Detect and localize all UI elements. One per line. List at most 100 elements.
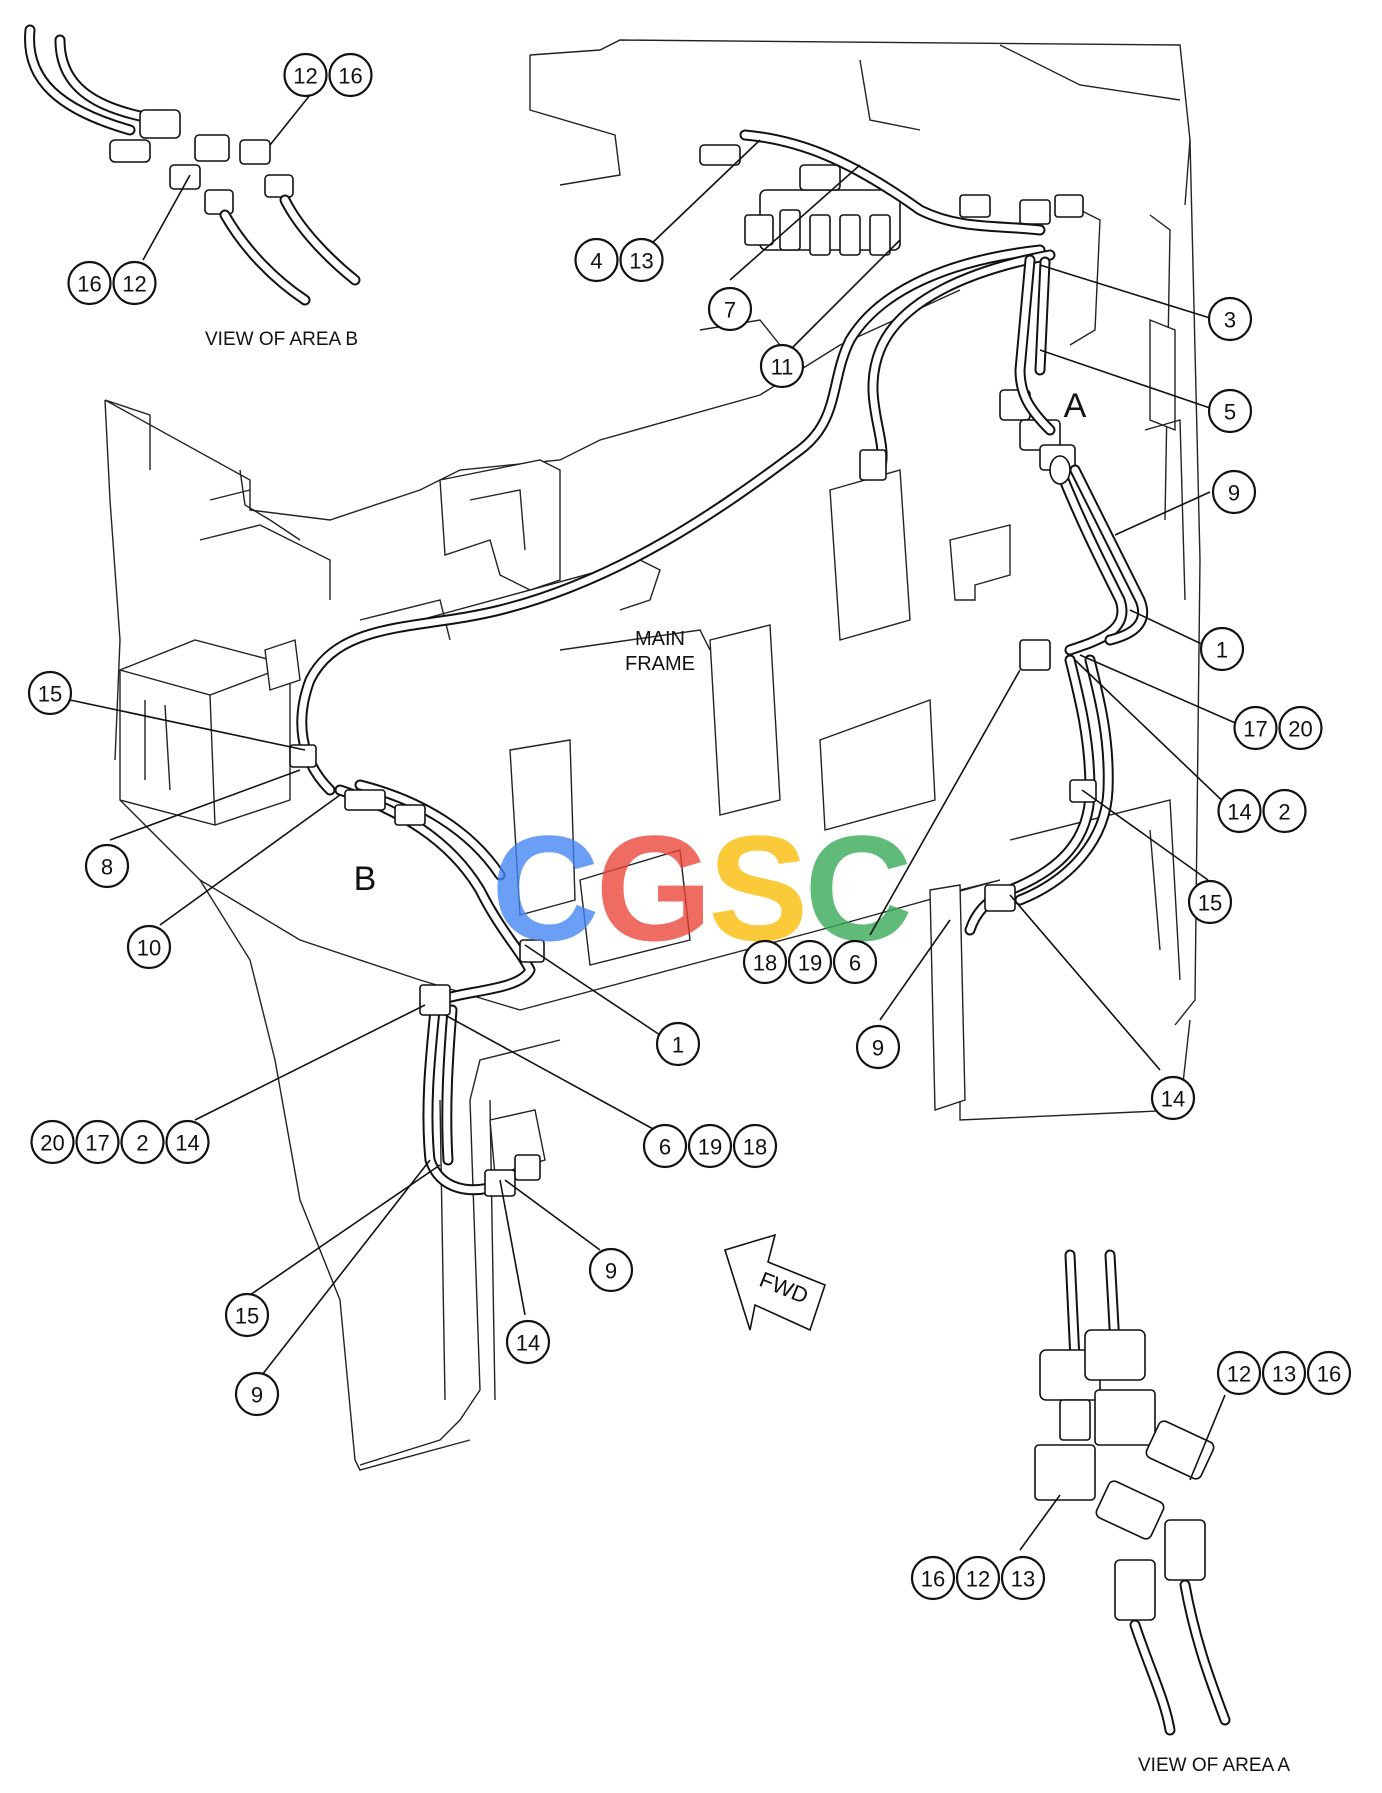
callout-circle bbox=[687, 1123, 733, 1169]
control-valve-group bbox=[699, 144, 1084, 471]
callout-number: 2 bbox=[1278, 800, 1290, 825]
view-area-b-caption: VIEW OF AREA B bbox=[205, 329, 358, 350]
callout-circle bbox=[1306, 1350, 1352, 1396]
callout-number: 12 bbox=[293, 64, 317, 89]
callout-number: 11 bbox=[771, 355, 794, 380]
callout-group: 1 bbox=[1199, 626, 1245, 672]
callout-circle bbox=[27, 670, 73, 716]
callout-number: 2 bbox=[136, 1131, 148, 1156]
view-area-a-caption: VIEW OF AREA A bbox=[1138, 1755, 1290, 1776]
callout-number: 13 bbox=[1011, 1567, 1035, 1592]
callout-group: 15 bbox=[27, 670, 73, 716]
callout-circle bbox=[1261, 1350, 1307, 1396]
callout-number: 15 bbox=[38, 682, 62, 707]
callout-group: 3 bbox=[1207, 296, 1253, 342]
callout-group: 18 19 6 bbox=[742, 939, 878, 985]
callout-circle bbox=[1216, 1350, 1262, 1396]
watermark-letter: C bbox=[491, 804, 596, 972]
area-a-marker: A bbox=[1064, 387, 1087, 425]
callout-number: 9 bbox=[605, 1259, 617, 1284]
callout-circle bbox=[505, 1319, 551, 1365]
callout-circle bbox=[120, 1119, 165, 1165]
callout-group: 9 bbox=[855, 1024, 901, 1070]
callout-circle bbox=[655, 1021, 701, 1067]
callout-number: 13 bbox=[629, 249, 653, 274]
callout-circle bbox=[75, 1119, 120, 1165]
callout-circle bbox=[955, 1555, 1001, 1601]
callout-circle bbox=[855, 1024, 901, 1070]
callout-number: 12 bbox=[1227, 1362, 1251, 1387]
main-frame-structure bbox=[104, 39, 1201, 1471]
callout-circle bbox=[588, 1247, 634, 1293]
callout-number: 8 bbox=[101, 855, 113, 880]
callout-circle bbox=[328, 52, 373, 98]
callout-group: 11 bbox=[759, 343, 805, 389]
callout-group: 14 bbox=[1150, 1075, 1196, 1121]
callout-circle bbox=[732, 1123, 778, 1169]
callout-number: 1 bbox=[1216, 638, 1228, 663]
callout-number: 20 bbox=[1288, 717, 1312, 742]
callout-group: 10 bbox=[126, 924, 172, 970]
callout-number: 13 bbox=[1272, 1362, 1296, 1387]
callout-number: 18 bbox=[753, 951, 777, 976]
callout-number: 9 bbox=[251, 1383, 263, 1408]
callout-group: 15 bbox=[224, 1292, 270, 1338]
callout-circle bbox=[1217, 788, 1262, 834]
callout-group: 9 bbox=[1211, 469, 1257, 515]
area-b-marker: B bbox=[354, 860, 377, 898]
callout-number: 17 bbox=[1243, 717, 1267, 742]
fittings-and-clamps bbox=[289, 449, 1097, 1197]
callout-circle bbox=[642, 1123, 688, 1169]
callout-number: 19 bbox=[698, 1135, 722, 1160]
callout-circle bbox=[1207, 296, 1253, 342]
callout-circle bbox=[84, 843, 130, 889]
callout-group: 7 bbox=[707, 286, 753, 332]
callout-number: 14 bbox=[1227, 800, 1251, 825]
callout-number: 6 bbox=[849, 951, 861, 976]
callout-group: 4 13 bbox=[574, 237, 664, 283]
leader-lines bbox=[69, 94, 1241, 1551]
callout-number: 10 bbox=[137, 936, 161, 961]
callout-circle bbox=[1278, 705, 1323, 751]
main-frame-label-line1: MAIN bbox=[635, 628, 685, 650]
callout-number: 16 bbox=[1317, 1362, 1341, 1387]
callout-circle bbox=[832, 939, 878, 985]
callout-number: 18 bbox=[743, 1135, 767, 1160]
callout-circle bbox=[1199, 626, 1245, 672]
callout-number: 19 bbox=[798, 951, 822, 976]
callout-circle bbox=[165, 1119, 210, 1165]
callout-number: 1 bbox=[672, 1033, 684, 1058]
view-area-a-inset: VIEW OF AREA A bbox=[1034, 1249, 1290, 1776]
callout-number: 17 bbox=[85, 1131, 109, 1156]
watermark-text: CGSC bbox=[491, 804, 909, 972]
callout-circle bbox=[742, 939, 788, 985]
callout-circle bbox=[1187, 879, 1233, 925]
callout-group: 5 bbox=[1207, 388, 1253, 434]
callout-circle bbox=[759, 343, 805, 389]
callout-group: 8 bbox=[84, 843, 130, 889]
callout-circle bbox=[1211, 469, 1257, 515]
callout-number: 4 bbox=[590, 249, 602, 274]
callout-number: 16 bbox=[921, 1567, 945, 1592]
callout-circle bbox=[126, 924, 172, 970]
callout-number: 6 bbox=[659, 1135, 671, 1160]
callout-group: 15 bbox=[1187, 879, 1233, 925]
callout-circle bbox=[112, 260, 157, 306]
callout-circle bbox=[283, 52, 328, 98]
callout-group: 12 13 16 bbox=[1216, 1350, 1352, 1396]
callout-circle bbox=[234, 1371, 280, 1417]
callout-circle bbox=[787, 939, 833, 985]
callout-circle bbox=[1150, 1075, 1196, 1121]
callout-circle bbox=[67, 260, 112, 306]
callout-number: 9 bbox=[872, 1036, 884, 1061]
callout-circle bbox=[30, 1119, 75, 1165]
callout-group: 6 19 18 bbox=[642, 1123, 778, 1169]
watermark-letter: G bbox=[596, 804, 709, 972]
callout-number: 7 bbox=[724, 298, 736, 323]
callout-circle bbox=[619, 237, 664, 283]
